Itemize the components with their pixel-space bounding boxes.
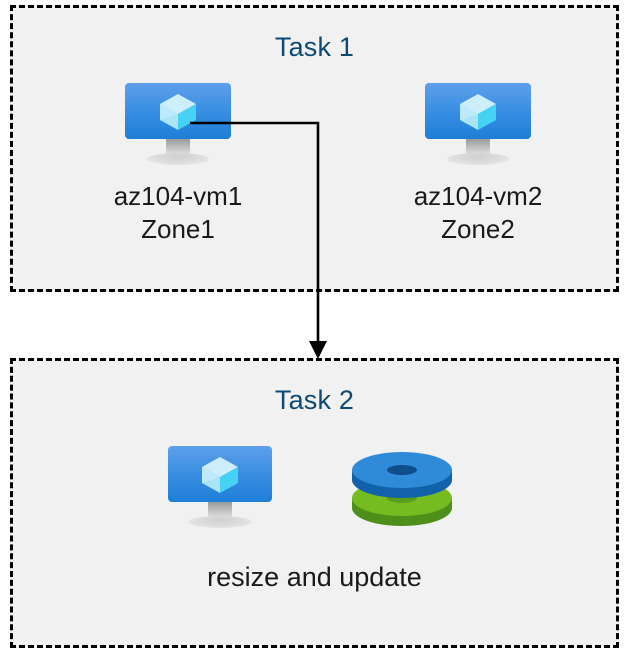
task2-disk-icon-wrapper[interactable] bbox=[348, 448, 456, 535]
task2-caption: resize and update bbox=[207, 562, 422, 592]
task1-container: Task 1 az104-vm1 Zone1 bbox=[10, 5, 619, 292]
node-az104-vm2[interactable]: az104-vm2 Zone2 bbox=[368, 83, 588, 245]
azure-disks-icon bbox=[352, 452, 452, 526]
task2-icon-row bbox=[13, 446, 616, 556]
node-az104-vm1[interactable]: az104-vm1 Zone1 bbox=[68, 83, 288, 245]
cube-glyph bbox=[460, 94, 496, 130]
task2-title: Task 2 bbox=[274, 385, 355, 415]
arrowhead-icon bbox=[309, 341, 327, 359]
azure-virtual-machine-icon bbox=[168, 446, 272, 528]
task2-vm-icon-wrapper[interactable] bbox=[168, 446, 272, 533]
task2-container: Task 2 bbox=[10, 358, 619, 648]
cube-glyph bbox=[202, 457, 238, 493]
node-label-az104-vm1: az104-vm1 Zone1 bbox=[113, 181, 243, 244]
azure-virtual-machine-icon bbox=[425, 83, 531, 165]
task1-title: Task 1 bbox=[274, 32, 355, 62]
node-label-az104-vm2: az104-vm2 Zone2 bbox=[413, 181, 543, 244]
azure-virtual-machine-icon bbox=[125, 83, 231, 165]
cube-glyph bbox=[160, 94, 196, 130]
